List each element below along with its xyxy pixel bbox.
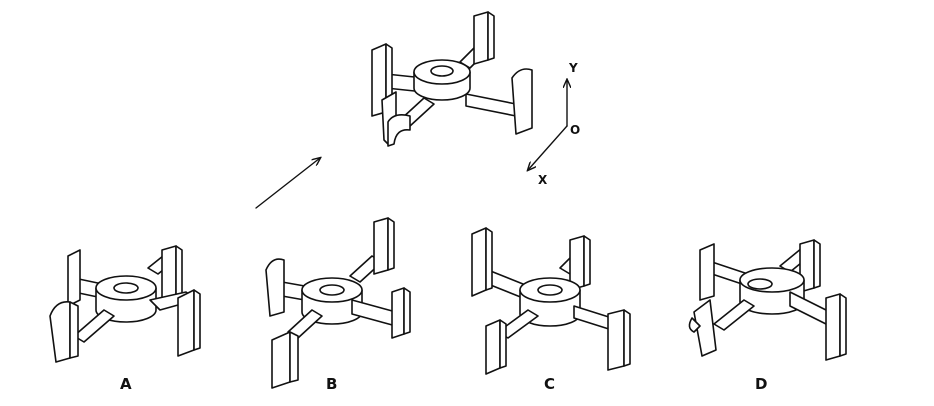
x-axis-label: X xyxy=(538,173,548,187)
axes-diagram: Y O X xyxy=(528,61,580,187)
option-a-label: A xyxy=(120,375,132,393)
option-c-shape[interactable] xyxy=(471,227,631,375)
option-d-shape[interactable] xyxy=(688,239,847,361)
transform-arrow xyxy=(255,158,320,209)
option-a-shape[interactable] xyxy=(49,245,201,363)
option-d-label: D xyxy=(755,375,767,393)
reference-shape xyxy=(371,11,533,147)
origin-label: O xyxy=(570,123,580,137)
option-b-shape[interactable] xyxy=(265,217,411,389)
x-axis-arrow xyxy=(528,125,568,170)
y-axis-label: Y xyxy=(568,61,578,75)
option-b-label: B xyxy=(326,375,337,393)
option-c-label: C xyxy=(544,375,555,393)
